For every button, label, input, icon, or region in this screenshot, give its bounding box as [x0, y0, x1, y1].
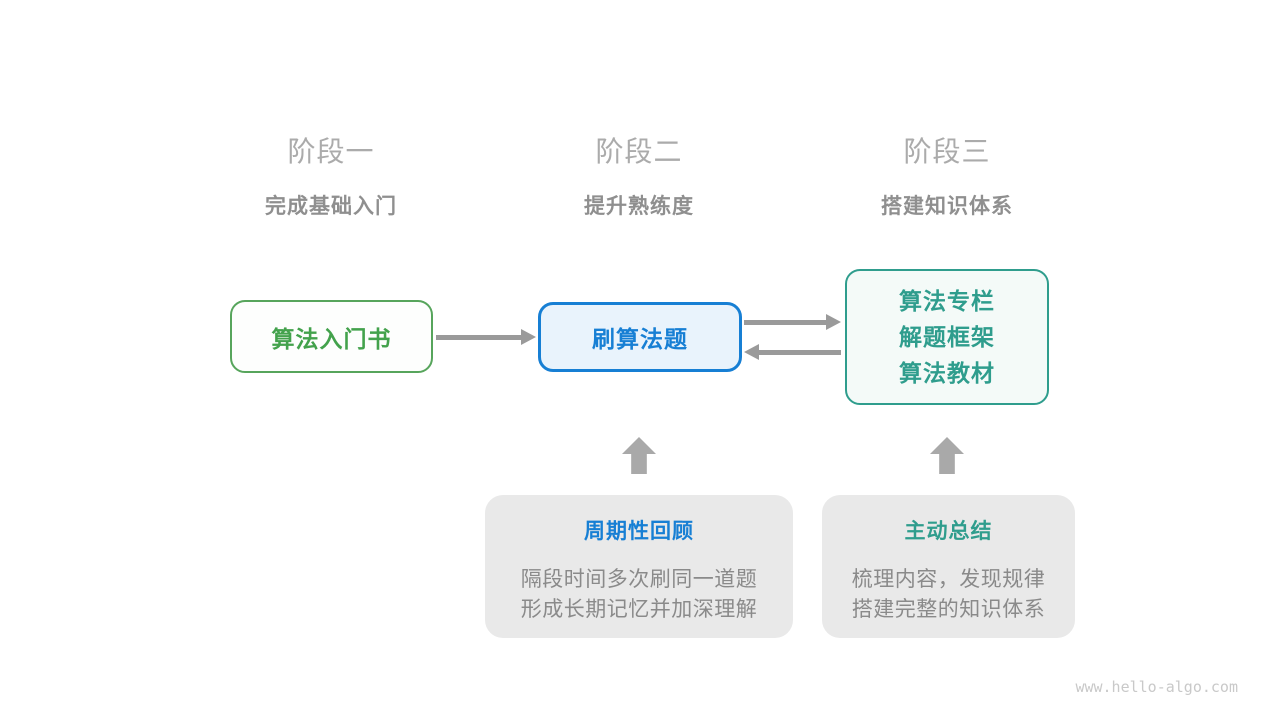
node-resources-line-3: 算法教材 — [899, 360, 995, 386]
up-arrow-review-icon — [622, 437, 656, 474]
stage-2-header: 阶段二 提升熟练度 — [509, 130, 769, 220]
callout-periodic-review-body: 隔段时间多次刷同一道题 形成长期记忆并加深理解 — [485, 565, 793, 625]
arrow-right-head-icon — [826, 314, 841, 330]
callout-body-line: 形成长期记忆并加深理解 — [520, 598, 758, 621]
stage-3-subtitle: 搭建知识体系 — [881, 195, 1013, 218]
node-intro-book-label: 算法入门书 — [271, 325, 392, 352]
arrow-line — [744, 319, 827, 325]
stage-2-title: 阶段二 — [595, 136, 683, 167]
stage-3-title: 阶段三 — [903, 136, 991, 167]
node-resources-line-2: 解题框架 — [899, 324, 995, 350]
callout-body-line: 隔段时间多次刷同一道题 — [520, 568, 758, 591]
node-resources-line-1: 算法专栏 — [899, 288, 995, 314]
node-practice: 刷算法题 — [538, 302, 742, 372]
callout-active-summary-title: 主动总结 — [904, 520, 993, 543]
stage-1-subtitle: 完成基础入门 — [265, 195, 397, 218]
node-intro-book: 算法入门书 — [230, 300, 433, 373]
node-practice-label: 刷算法题 — [592, 326, 688, 352]
site-watermark: www.hello-algo.com — [1075, 678, 1238, 696]
callout-periodic-review: 周期性回顾 隔段时间多次刷同一道题 形成长期记忆并加深理解 — [485, 495, 793, 638]
callout-body-line: 梳理内容，发现规律 — [851, 568, 1046, 591]
arrow-line — [436, 334, 522, 340]
arrow-resources-to-practice — [744, 344, 841, 360]
callout-body-line: 搭建完整的知识体系 — [851, 598, 1046, 621]
callout-active-summary-body: 梳理内容，发现规律 搭建完整的知识体系 — [822, 565, 1075, 625]
arrow-right-head-icon — [521, 329, 536, 345]
arrow-practice-to-resources — [744, 314, 841, 330]
stage-3-header: 阶段三 搭建知识体系 — [817, 130, 1077, 220]
callout-active-summary: 主动总结 梳理内容，发现规律 搭建完整的知识体系 — [822, 495, 1075, 638]
arrow-left-head-icon — [744, 344, 759, 360]
callout-periodic-review-title: 周期性回顾 — [584, 520, 694, 543]
up-arrow-summary-icon — [930, 437, 964, 474]
arrow-line — [758, 349, 841, 355]
node-resources: 算法专栏 解题框架 算法教材 — [845, 269, 1049, 405]
arrow-intro-to-practice — [436, 329, 536, 345]
stage-1-header: 阶段一 完成基础入门 — [201, 130, 461, 220]
stage-2-subtitle: 提升熟练度 — [584, 195, 694, 218]
stage-1-title: 阶段一 — [287, 136, 375, 167]
